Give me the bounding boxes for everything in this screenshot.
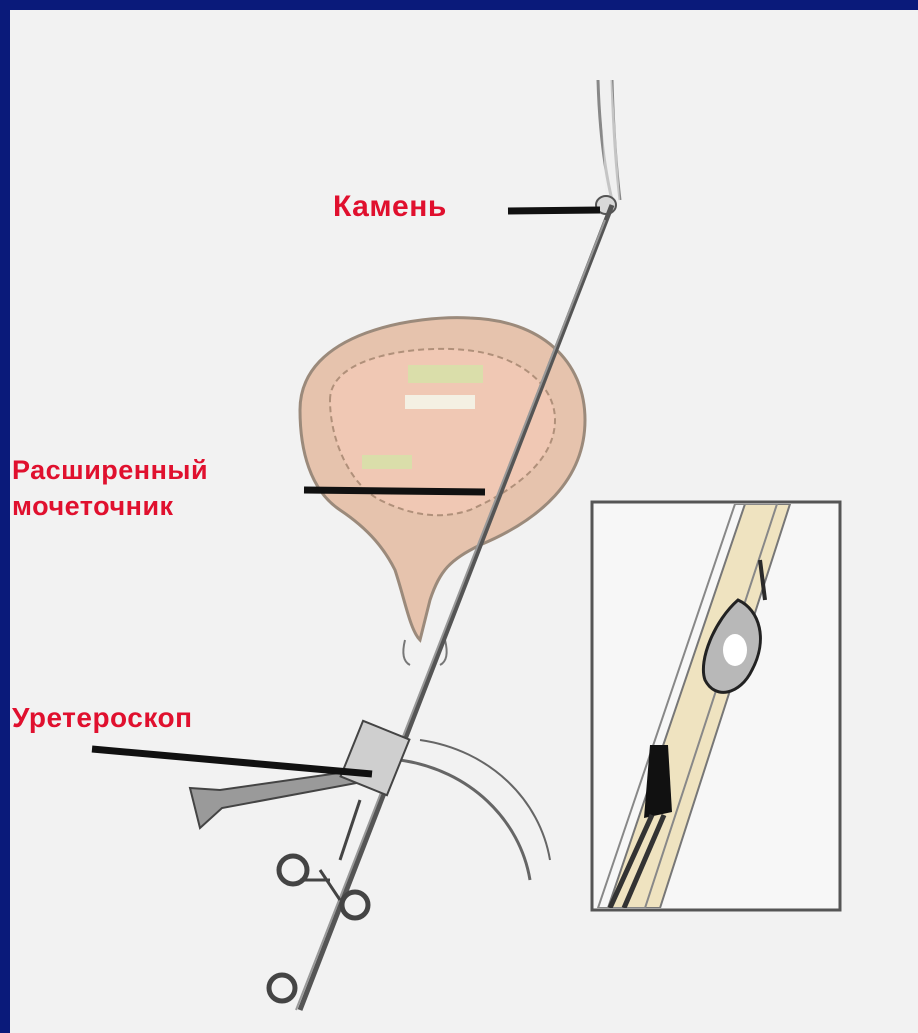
leader-line-ureter <box>304 490 485 492</box>
urethra-outline <box>400 760 530 880</box>
inset-zoom-icon <box>592 502 840 910</box>
leader-line-stone <box>508 210 600 211</box>
label-dilated-ureter-line1: Расширенный <box>12 452 208 488</box>
leader-line-ureteroscope <box>92 749 372 774</box>
label-ureteroscope: Уретероскоп <box>12 702 193 734</box>
upper-ureter <box>598 80 620 205</box>
label-dilated-ureter: Расширенный мочеточник <box>12 452 208 524</box>
label-dilated-ureter-line2: мочеточник <box>12 488 208 524</box>
label-stone: Камень <box>333 190 447 224</box>
